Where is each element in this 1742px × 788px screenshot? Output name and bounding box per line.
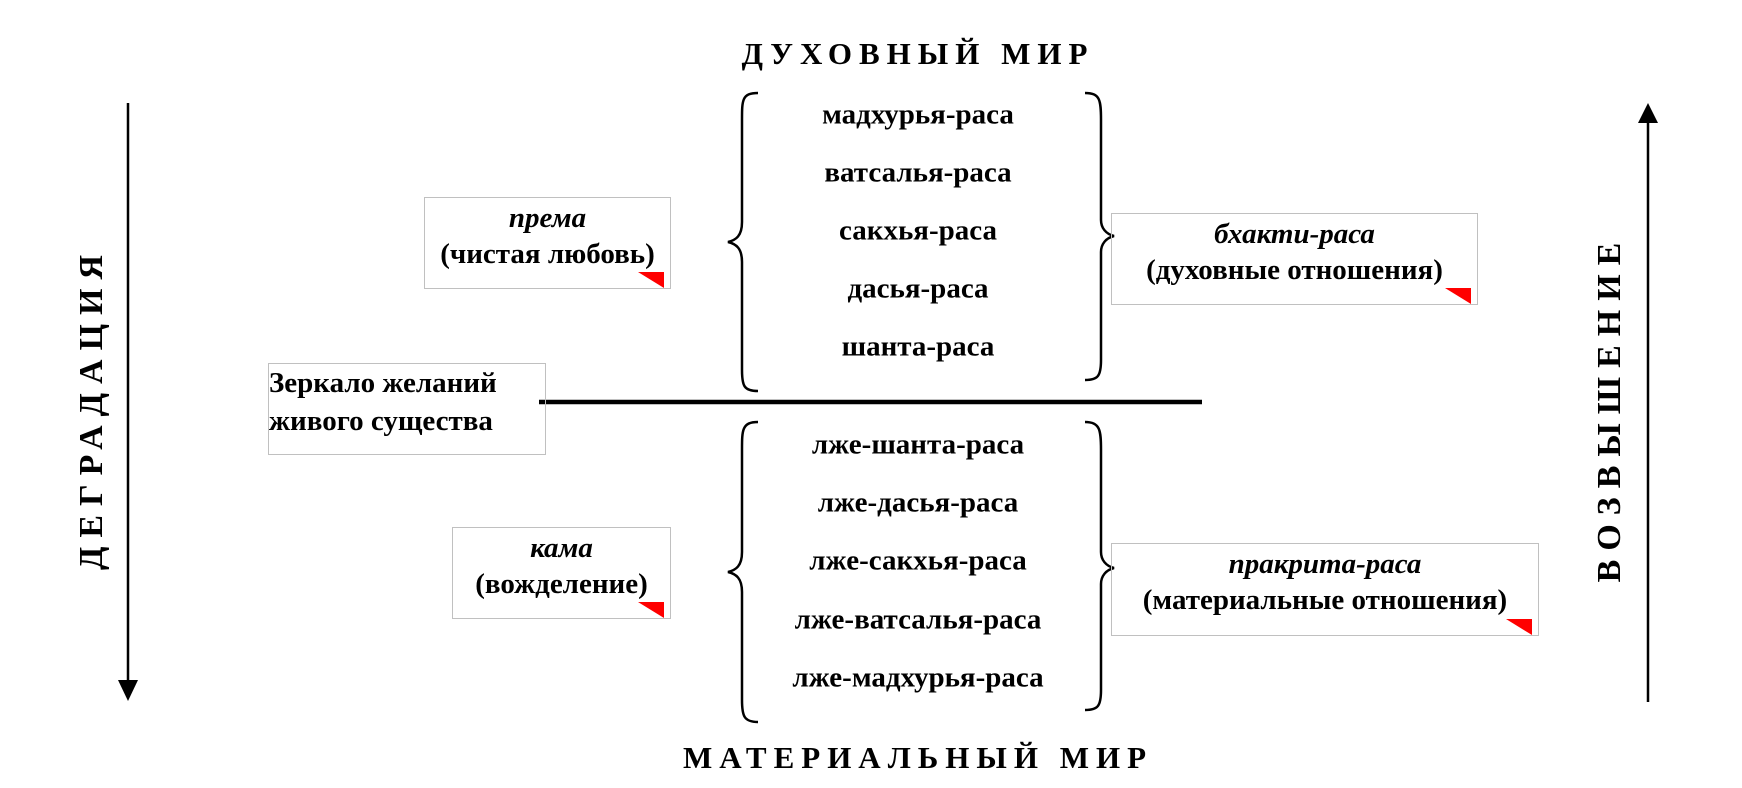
rasa-item: сакхья-раса (839, 214, 997, 247)
material-left-brace (727, 420, 759, 724)
prema-title: према (508, 202, 587, 234)
rasa-item: лже-сакхья-раса (809, 544, 1027, 577)
spiritual-world-title: ДУХОВНЫЙ МИР (741, 36, 1095, 71)
kama-subtitle: (вожделение) (475, 568, 648, 600)
bhakti-box: бхакти-раса (духовные отношения) (1111, 213, 1478, 305)
prakrita-title: пракрита-раса (1228, 548, 1422, 580)
degradation-arrow (118, 103, 138, 701)
kama-box: кама (вожделение) (452, 527, 671, 619)
rasa-item: ватсалья-раса (824, 156, 1012, 189)
rasa-item: шанта-раса (841, 330, 995, 363)
comment-marker-icon (638, 602, 664, 618)
bhakti-title: бхакти-раса (1214, 218, 1375, 250)
prema-box: према (чистая любовь) (424, 197, 671, 289)
comment-marker-icon (1506, 619, 1532, 635)
rasa-item: лже-дасья-раса (817, 486, 1019, 519)
elevation-arrow (1638, 103, 1658, 702)
rasa-item: мадхурья-раса (822, 98, 1014, 131)
material-world-title: МАТЕРИАЛЬНЫЙ МИР (682, 740, 1154, 775)
rasa-item: дасья-раса (847, 272, 989, 305)
prema-subtitle: (чистая любовь) (440, 238, 655, 270)
rasa-item: лже-мадхурья-раса (792, 661, 1044, 694)
rasa-item: лже-шанта-раса (811, 428, 1025, 461)
mirror-line-1: Зеркало желаний (269, 367, 497, 399)
prakrita-box: пракрита-раса (материальные отношения) (1111, 543, 1539, 636)
rasa-item: лже-ватсалья-раса (794, 603, 1042, 636)
prakrita-subtitle: (материальные отношения) (1142, 584, 1508, 616)
spiritual-left-brace (727, 91, 759, 393)
kama-title: кама (530, 532, 593, 564)
mirror-line-2: живого существа (269, 405, 493, 437)
comment-marker-icon (638, 272, 664, 288)
material-right-brace (1084, 420, 1115, 712)
mirror-box: Зеркало желаний живого существа (268, 363, 546, 455)
comment-marker-icon (1445, 288, 1471, 304)
spiritual-right-brace (1084, 91, 1115, 382)
bhakti-subtitle: (духовные отношения) (1146, 254, 1443, 286)
